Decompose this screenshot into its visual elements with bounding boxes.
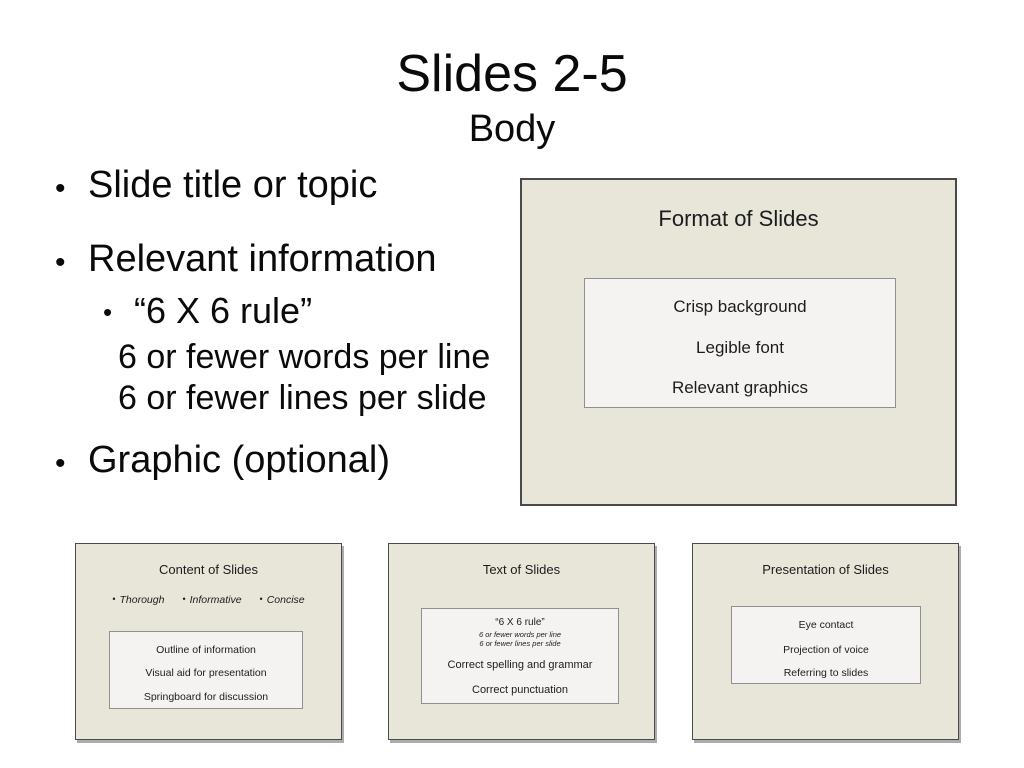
format-slide-line: Relevant graphics <box>671 378 809 397</box>
bullet-icon: • <box>112 594 116 604</box>
content-slide-title: Content of Slides <box>158 562 258 577</box>
content-slide-line: Visual aid for presentation <box>145 667 267 679</box>
bullet-item-relevant-info: Relevant information <box>88 238 437 280</box>
text-slide-punctuation-line: Correct punctuation <box>472 684 568 696</box>
bullet-subitem-6x6-rule: “6 X 6 rule” <box>134 290 313 331</box>
content-slide-bullet-row: •Thorough •Informative •Concise <box>76 594 341 606</box>
content-bullet-informative: •Informative <box>182 594 242 606</box>
bullet-item-graphic: Graphic (optional) <box>88 439 391 481</box>
presentation-slide-title: Presentation of Slides <box>762 562 889 577</box>
content-bullet-thorough: •Thorough <box>112 594 165 606</box>
bullet-icon: • <box>182 594 186 604</box>
presentation-slide-inner-box: Eye contact Projection of voice Referrin… <box>731 606 921 684</box>
bullet-icon: • <box>55 172 66 205</box>
format-slide-title: Format of Slides <box>658 206 819 231</box>
format-slide-line: Legible font <box>696 338 784 357</box>
bullet-icon: • <box>55 246 66 279</box>
bullet-icon: • <box>103 297 113 327</box>
text-slide-inner-box: “6 X 6 rule” 6 or fewer words per line 6… <box>421 608 619 704</box>
format-slide-inner-box: Crisp background Legible font Relevant g… <box>584 278 896 408</box>
content-of-slides-thumbnail: Content of Slides •Thorough •Informative… <box>75 543 342 740</box>
bullet-item-slide-title: Slide title or topic <box>88 164 378 206</box>
rule-detail-words-per-line: 6 or fewer words per line <box>118 338 491 376</box>
text-slide-rule-line: 6 or fewer lines per slide <box>479 639 561 648</box>
content-slide-line: Outline of information <box>156 644 256 656</box>
format-slide-line: Crisp background <box>673 297 807 316</box>
content-slide-line: Springboard for discussion <box>143 691 269 703</box>
presentation-slide-line: Projection of voice <box>783 644 869 656</box>
page-subtitle: Body <box>468 108 556 150</box>
text-slide-rule-line: 6 or fewer words per line <box>478 630 562 639</box>
content-bullet-concise: •Concise <box>259 594 305 606</box>
presentation-of-slides-thumbnail: Presentation of Slides Eye contact Proje… <box>692 543 959 740</box>
text-of-slides-thumbnail: Text of Slides “6 X 6 rule” 6 or fewer w… <box>388 543 655 740</box>
content-slide-inner-box: Outline of information Visual aid for pr… <box>109 631 303 709</box>
bullet-icon: • <box>259 594 263 604</box>
text-slide-title: Text of Slides <box>482 562 561 577</box>
format-of-slides-thumbnail: Format of Slides Crisp background Legibl… <box>520 178 957 506</box>
bullet-icon: • <box>55 447 66 480</box>
presentation-slide-line: Referring to slides <box>783 667 869 679</box>
text-slide-grammar-line: Correct spelling and grammar <box>447 659 593 671</box>
page-title: Slides 2-5 <box>396 45 628 103</box>
presentation-slide-line: Eye contact <box>798 619 854 631</box>
rule-detail-lines-per-slide: 6 or fewer lines per slide <box>118 379 487 417</box>
text-slide-rule-title: “6 X 6 rule” <box>495 617 545 628</box>
